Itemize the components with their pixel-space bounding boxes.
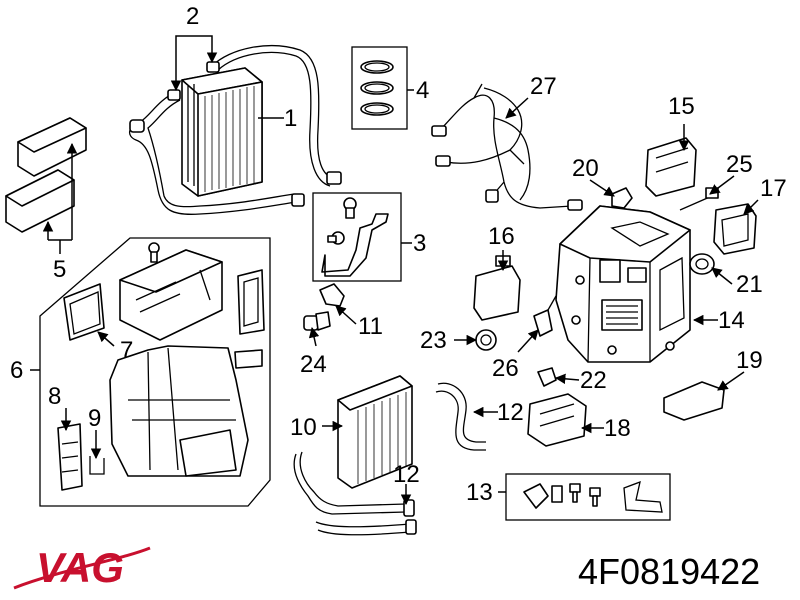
clip-11 <box>319 283 345 307</box>
callout-17: 17 <box>760 175 787 202</box>
cabin-filters <box>5 117 87 233</box>
callout-numbers: 1 2 3 4 5 6 7 8 9 10 11 12 12 13 14 15 1… <box>10 3 787 506</box>
callout-24: 24 <box>300 351 327 378</box>
callout-5: 5 <box>53 256 66 283</box>
hvac-housing <box>555 205 691 363</box>
screw-22 <box>537 367 557 387</box>
sensor-20 <box>611 187 633 209</box>
actuator-18 <box>527 393 587 447</box>
callout-3: 3 <box>413 230 426 257</box>
clip-9 <box>89 456 105 475</box>
callout-8: 8 <box>48 383 61 410</box>
bracket-19 <box>663 381 725 421</box>
control-module-15 <box>645 137 697 197</box>
refrigerant-pipes <box>129 44 342 216</box>
vag-logo: VAG <box>13 544 151 591</box>
actuator-8 <box>57 423 83 491</box>
part-number: 4F0819422 <box>578 551 760 592</box>
sensor-24 <box>303 311 331 331</box>
callout-15: 15 <box>668 93 695 120</box>
wiring-harness <box>431 83 583 211</box>
o-ring-set <box>351 46 408 130</box>
sensor-21 <box>689 253 715 275</box>
control-module-16 <box>473 255 521 321</box>
callout-11: 11 <box>358 313 383 340</box>
heater-pipe-upper <box>435 382 486 451</box>
callout-14: 14 <box>718 307 745 334</box>
callout-2: 2 <box>186 3 199 30</box>
callout-10: 10 <box>290 414 317 441</box>
callout-18: 18 <box>604 415 631 442</box>
callout-12-upper: 12 <box>497 399 524 426</box>
housing-assembly <box>39 237 271 507</box>
callout-12-lower: 12 <box>393 461 420 488</box>
fastener-kit-13 <box>505 473 671 521</box>
grommet-23 <box>475 329 497 351</box>
callout-7: 7 <box>120 337 133 364</box>
callout-13: 13 <box>466 479 493 506</box>
callout-27: 27 <box>530 73 557 100</box>
callout-26: 26 <box>492 355 519 382</box>
bracket-set <box>312 192 402 282</box>
callout-19: 19 <box>736 347 763 374</box>
callout-1: 1 <box>284 105 297 132</box>
sensor-25 <box>679 187 719 211</box>
callout-4: 4 <box>416 77 429 104</box>
callout-22: 22 <box>580 367 607 394</box>
brand-name: VAG <box>36 544 124 591</box>
callout-20: 20 <box>572 155 599 182</box>
heater-core <box>337 375 413 489</box>
evaporator-core <box>181 67 263 197</box>
callout-6: 6 <box>10 357 23 384</box>
callout-25: 25 <box>726 151 753 178</box>
actuator-17 <box>713 203 757 255</box>
callout-9: 9 <box>88 405 101 432</box>
callout-21: 21 <box>736 271 763 298</box>
callout-16: 16 <box>488 223 515 250</box>
leader-lines <box>30 35 759 506</box>
callout-23: 23 <box>420 327 447 354</box>
